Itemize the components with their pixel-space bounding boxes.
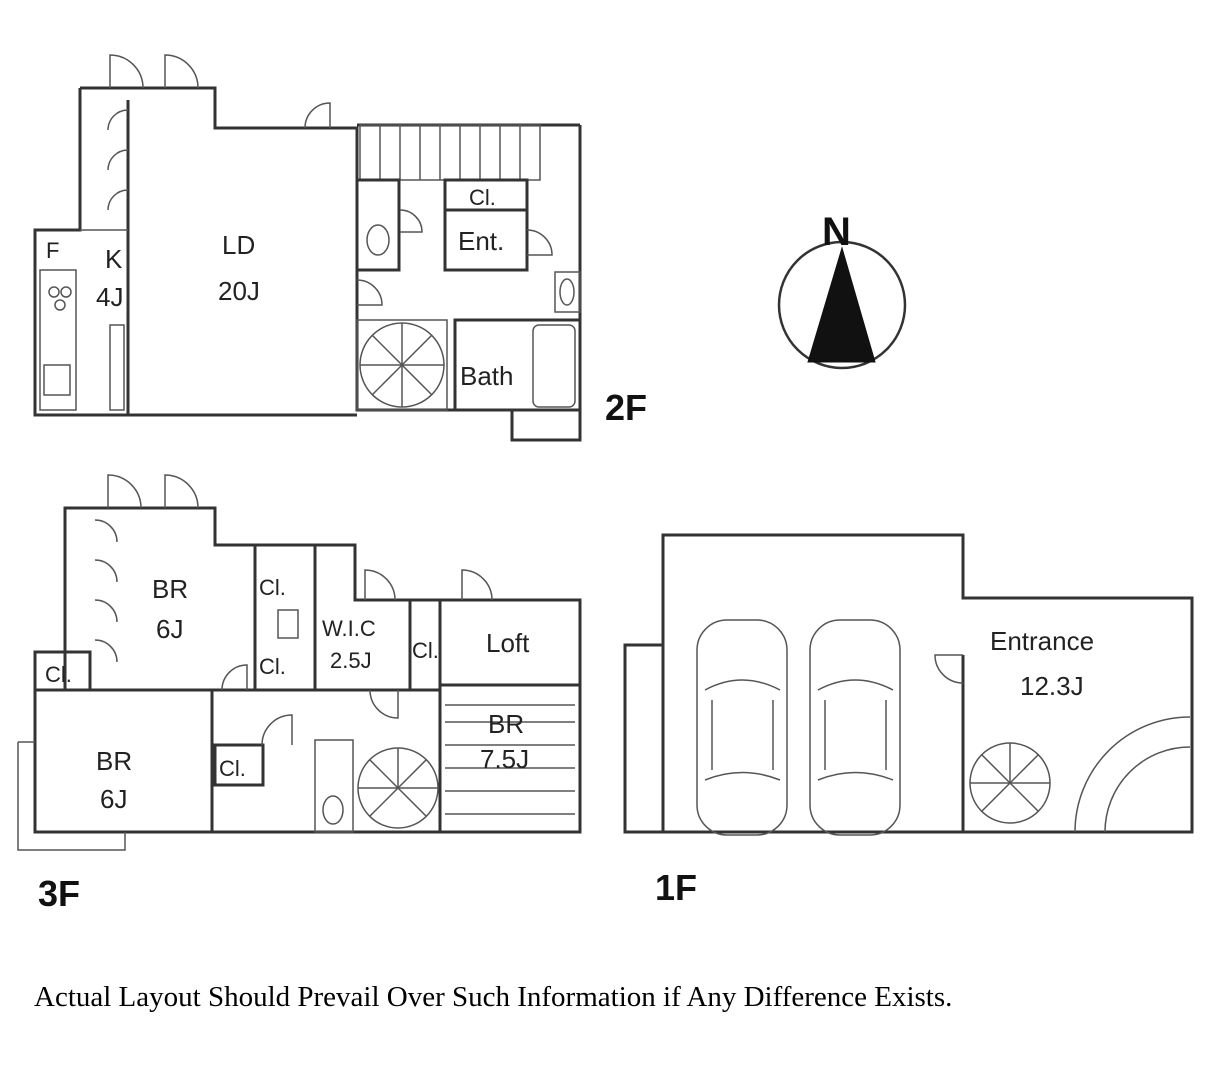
bath-room bbox=[453, 318, 582, 412]
north-label: N bbox=[822, 210, 851, 254]
closet-south-label: Cl. bbox=[219, 756, 246, 781]
br-north-name: BR bbox=[152, 574, 188, 604]
closet-label-2f: Cl. bbox=[469, 185, 496, 210]
stair-north bbox=[359, 124, 541, 181]
bath-label: Bath bbox=[460, 361, 514, 391]
closet-south bbox=[213, 743, 265, 787]
floor-1-label: 1F bbox=[655, 867, 697, 908]
loft-label: Loft bbox=[486, 628, 530, 658]
entrance-label-2f: Ent. bbox=[458, 226, 504, 256]
entrance-1f-name: Entrance bbox=[990, 626, 1094, 656]
car-right bbox=[809, 619, 901, 836]
closet-upper-label: Cl. bbox=[259, 575, 286, 600]
br-south-name: BR bbox=[96, 746, 132, 776]
bathtub bbox=[532, 324, 576, 408]
closet-west-label: Cl. bbox=[45, 662, 72, 687]
door-swing bbox=[109, 54, 144, 89]
wic-name: W.I.C bbox=[322, 616, 376, 641]
floor-2-plan: F K 4J LD 20J Cl. Ent. Bath 2F bbox=[33, 54, 647, 442]
toilet-room bbox=[355, 178, 401, 272]
compass-ring bbox=[777, 240, 907, 370]
kitchen-size: 4J bbox=[96, 282, 123, 312]
wic-size: 2.5J bbox=[330, 648, 372, 673]
entrance-1f-size: 12.3J bbox=[1020, 671, 1084, 701]
br-south-size: 6J bbox=[100, 784, 127, 814]
door-swing bbox=[164, 54, 199, 89]
car-left bbox=[696, 619, 788, 836]
compass: N bbox=[777, 210, 907, 370]
ld-size: 20J bbox=[218, 276, 260, 306]
closet-wic-side-label: Cl. bbox=[412, 638, 439, 663]
br-north-size: 6J bbox=[156, 614, 183, 644]
disclaimer: Actual Layout Should Prevail Over Such I… bbox=[34, 981, 952, 1013]
floor-1-plan: Entrance 12.3J 1F bbox=[623, 533, 1194, 908]
floor-1-outline bbox=[623, 533, 1194, 834]
br-east-name: BR bbox=[488, 709, 524, 739]
floor-2-label: 2F bbox=[605, 387, 647, 428]
kitchen-name: K bbox=[105, 244, 123, 274]
br-east-size: 7.5J bbox=[480, 744, 529, 774]
compass-needle bbox=[807, 246, 876, 363]
spiral-stair bbox=[356, 319, 448, 411]
floor-3-plan: BR 6J BR 6J BR 7.5J Cl. Cl. Cl. Cl. Cl. … bbox=[17, 474, 582, 914]
floor-3-label: 3F bbox=[38, 873, 80, 914]
fridge-label: F bbox=[46, 238, 59, 263]
closet-west bbox=[33, 650, 92, 692]
closet-lower-label: Cl. bbox=[259, 654, 286, 679]
kitchen-counter bbox=[39, 269, 77, 411]
ld-name: LD bbox=[222, 230, 255, 260]
entrance-box bbox=[443, 208, 529, 272]
